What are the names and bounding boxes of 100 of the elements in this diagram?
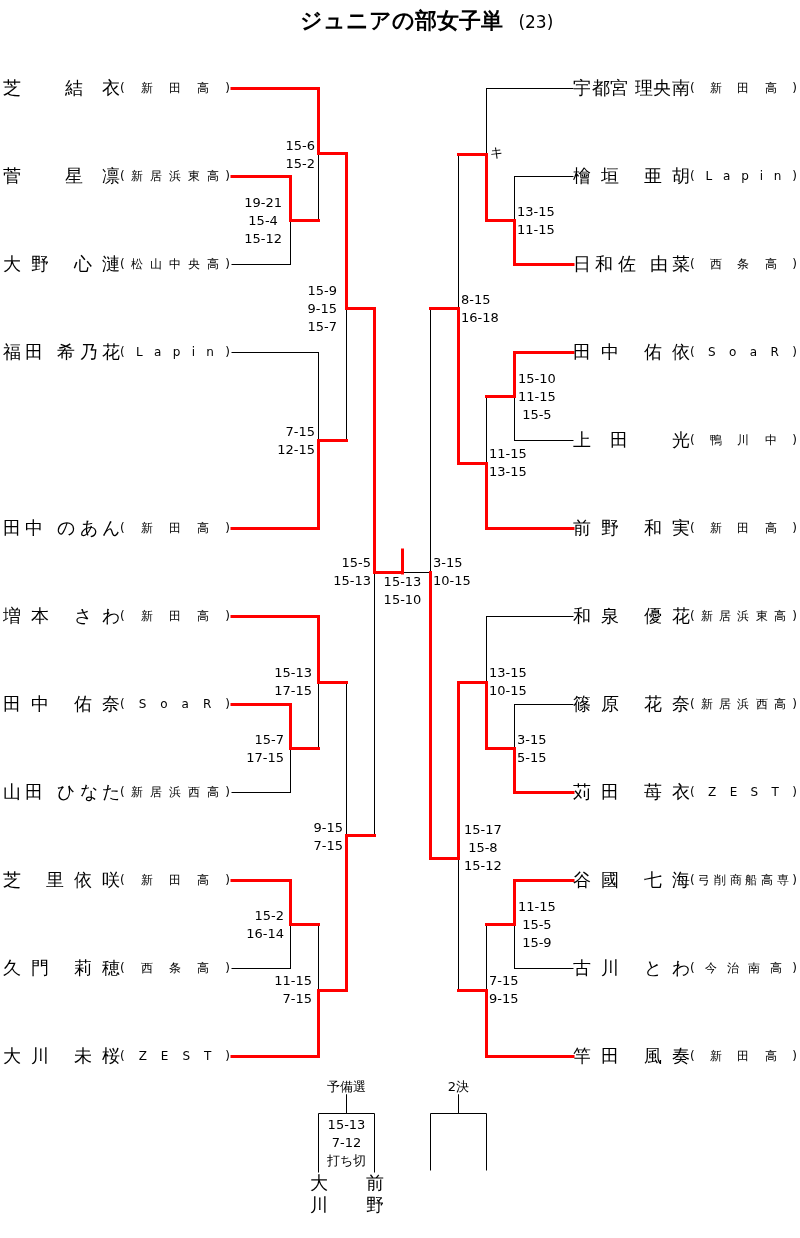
match-score: 13-15 11-15 [517, 203, 555, 239]
bracket-line [514, 396, 515, 441]
bracket-line [290, 924, 291, 969]
match-score: 7-15 12-15 [277, 423, 315, 459]
bracket-line [230, 879, 292, 926]
bracket-line [486, 88, 487, 155]
school-name: (ZEST) [120, 1049, 230, 1063]
match-score: 15-6 15-2 [285, 137, 315, 173]
bracket-line [289, 219, 320, 222]
match-score: 3-15 5-15 [517, 731, 547, 767]
bracket-line [429, 571, 460, 860]
bracket-line [458, 1094, 487, 1171]
bracket-line [230, 175, 292, 222]
school-name: (Lapin) [690, 169, 797, 183]
bracket-line [230, 87, 320, 155]
bracket-line [457, 153, 488, 156]
match-score: 15-17 15-8 15-12 [464, 821, 502, 875]
bracket-line [402, 572, 431, 573]
player-name: 大川 未桜 [3, 1046, 120, 1066]
bracket-line [346, 1094, 375, 1173]
bracket-line [486, 88, 574, 89]
school-name: (鴨川中) [690, 433, 797, 447]
player-name: 古川 とわ [573, 958, 690, 978]
match-score: 9-15 7-15 [313, 819, 343, 855]
school-name: (Lapin) [120, 345, 230, 359]
bracket-line [231, 264, 291, 265]
school-name: (SoaR) [120, 697, 230, 711]
bracket-line [485, 923, 516, 926]
player-name: 前野 和実 [573, 518, 690, 538]
round-label: 予備選 [327, 1079, 366, 1095]
player-name: 田中 のあん [3, 518, 120, 538]
match-score: 15-10 11-15 15-5 [518, 370, 556, 424]
player-name: 竿田 風奏 [573, 1046, 690, 1066]
match-score: 15-13 7-12 打ち切 [327, 1116, 366, 1170]
match-score: 19-21 15-4 15-12 [244, 194, 282, 248]
bracket-line [514, 968, 574, 969]
bracket-line [346, 308, 347, 441]
bracket-line [231, 968, 291, 969]
bracket-line [486, 616, 487, 683]
school-name: (新田高) [120, 521, 230, 535]
bracket-line [317, 681, 348, 684]
bracket-line [318, 682, 319, 749]
bracket-line [345, 834, 376, 837]
school-name: (新居浜西高) [690, 697, 797, 711]
bracket-line [317, 439, 348, 442]
school-name: (西条高) [690, 257, 797, 271]
bracket-line [231, 792, 291, 793]
bracket-line [345, 307, 376, 574]
player-name: 谷國 七海 [573, 870, 690, 890]
round-label: 2決 [447, 1079, 470, 1095]
match-score: 3-15 10-15 [433, 554, 471, 590]
bracket-line [230, 703, 292, 750]
match-score: 15-2 16-14 [246, 907, 284, 943]
match-score: 11-15 15-5 15-9 [518, 898, 556, 952]
bracket-line [430, 308, 431, 573]
match-score: キ [490, 144, 503, 162]
player-name: 田中 佑奈 [3, 694, 120, 714]
school-name: (新田高) [690, 1049, 797, 1063]
bracket-line [513, 219, 575, 266]
bracket-line [230, 439, 320, 530]
school-name: (SoaR) [690, 345, 797, 359]
player-name: 芝 結衣 [3, 78, 120, 98]
bracket-line [514, 924, 515, 969]
match-score: 7-15 9-15 [489, 972, 519, 1008]
bracket-line [429, 307, 460, 310]
player-name: 芝 里依咲 [3, 870, 120, 890]
bracket-line [486, 616, 574, 617]
bracket-line [514, 440, 574, 441]
school-name: (新居浜東高) [690, 609, 797, 623]
school-name: (新田高) [690, 521, 797, 535]
match-score: 15-7 17-15 [246, 731, 284, 767]
bracket-line [513, 747, 575, 794]
player-name: 田中 佑依 [573, 342, 690, 362]
player-name: 宇都宮 理央南 [573, 78, 690, 98]
player-name: 日和佐 由菜 [573, 254, 690, 274]
bracket-line [230, 615, 320, 684]
bracket-line [513, 879, 575, 926]
school-name: (新田高) [690, 81, 797, 95]
player-name: 苅田 苺衣 [573, 782, 690, 802]
player-name: 檜垣 亜胡 [573, 166, 690, 186]
bracket-line [318, 153, 319, 221]
match-score: 11-15 7-15 [274, 972, 312, 1008]
bracket-line [514, 704, 515, 749]
school-name: (松山中央高) [120, 257, 230, 271]
school-name: (新居浜東高) [120, 169, 230, 183]
bracket-line [485, 989, 575, 1058]
bracket-line [485, 395, 516, 398]
bracket-line [317, 834, 348, 992]
bracket-line [513, 351, 575, 398]
player-name: 大野 心漣 [3, 254, 120, 274]
bracket-line [457, 307, 488, 465]
match-score: 11-15 13-15 [489, 445, 527, 481]
bracket-line [231, 352, 319, 353]
player-name: 久門 莉穂 [3, 958, 120, 978]
match-score: 15-9 9-15 15-7 [307, 282, 337, 336]
bracket-line [401, 548, 404, 575]
school-name: (今治南高) [690, 961, 797, 975]
player-name: 増本 さわ [3, 606, 120, 626]
bracket-line [485, 462, 575, 530]
school-name: (新田高) [120, 609, 230, 623]
